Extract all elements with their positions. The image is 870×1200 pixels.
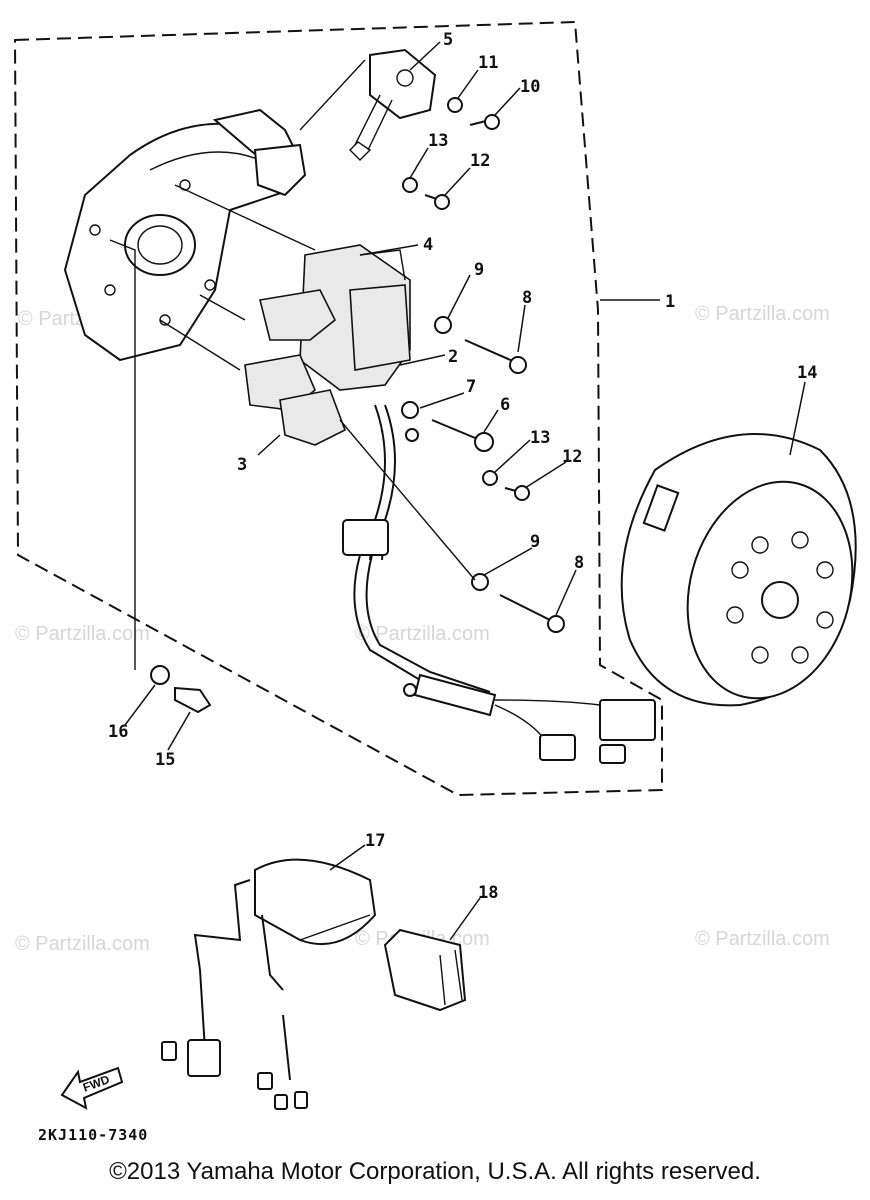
- callout-9-upper: 9: [474, 260, 484, 280]
- callout-16: 16: [108, 722, 128, 742]
- assembly-outline: [13, 20, 663, 797]
- callout-8-upper: 8: [522, 288, 532, 308]
- callout-10: 10: [520, 77, 540, 97]
- callout-3: 3: [237, 455, 247, 475]
- wire-harness: [342, 404, 656, 764]
- copyright-notice: ©2013 Yamaha Motor Corporation, U.S.A. A…: [109, 1158, 761, 1185]
- callout-18: 18: [478, 883, 498, 903]
- watermark-4: © Partzilla.com: [355, 623, 490, 645]
- callout-15: 15: [155, 750, 175, 770]
- callout-11: 11: [478, 53, 498, 73]
- callout-8-lower: 8: [574, 553, 584, 573]
- flywheel-rotor: [620, 433, 857, 707]
- callout-4: 4: [423, 235, 433, 255]
- callout-5: 5: [443, 30, 453, 50]
- callout-13-lower: 13: [530, 428, 550, 448]
- generator-exploded-diagram: © Partzilla.com © Partzilla.com © Partzi…: [13, 20, 857, 1144]
- diagram-code: 2KJ110-7340: [38, 1126, 148, 1144]
- callout-numbers: 1 2 3 4 5 6 7 8 8 9 9 10 11 12 12 13 13 …: [108, 30, 817, 903]
- callout-1: 1: [665, 292, 675, 312]
- callout-leaders: [124, 41, 806, 941]
- callout-9-lower: 9: [530, 532, 540, 552]
- callout-2: 2: [448, 347, 458, 367]
- callout-13-upper: 13: [428, 131, 448, 151]
- watermark-6: © Partzilla.com: [15, 933, 150, 955]
- callout-12-upper: 12: [470, 151, 490, 171]
- callout-17: 17: [365, 831, 385, 851]
- cdi-unit: [161, 858, 377, 1110]
- callout-12-lower: 12: [562, 447, 582, 467]
- callout-7: 7: [466, 377, 476, 397]
- bracket: [383, 928, 467, 1012]
- stator-base-plate: [63, 108, 307, 362]
- callout-6: 6: [500, 395, 510, 415]
- watermark-3: © Partzilla.com: [15, 623, 150, 645]
- callout-14: 14: [797, 363, 817, 383]
- pickup-coil: [349, 48, 437, 161]
- stator-coils: [244, 244, 411, 446]
- watermark-2: © Partzilla.com: [695, 303, 830, 325]
- fwd-arrow-icon: FWD: [60, 1066, 124, 1110]
- assembly-lines: [109, 59, 476, 670]
- watermark-8: © Partzilla.com: [695, 928, 830, 950]
- fasteners: [150, 97, 565, 714]
